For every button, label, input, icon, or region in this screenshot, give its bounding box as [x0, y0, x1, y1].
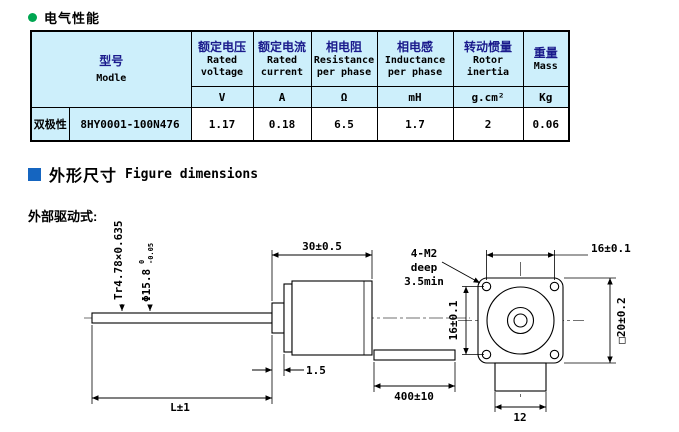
side-view: 30±0.5 Tr4.78×0.635 Φ15.8 0 -0.05 1.5 L±	[84, 221, 470, 414]
front-plate	[283, 283, 293, 353]
col-header-resistance-zh: 相电阻	[325, 40, 362, 54]
dim-frame-size: □20±0.2	[615, 297, 628, 343]
col-header-voltage: 额定电压 Rated voltage	[190, 30, 254, 87]
lead-screw-shaft	[91, 312, 273, 324]
dim-pilot-tol-lower: -0.05	[147, 243, 155, 264]
shaft-bushing	[271, 302, 285, 334]
dim-thread: Tr4.78×0.635	[112, 221, 125, 300]
section-electrical: 电气性能	[28, 8, 100, 27]
mount-hole	[549, 281, 560, 292]
dim-hole-pitch-v: 16±0.1	[447, 300, 460, 340]
motor-body	[291, 280, 373, 356]
cell-resistance: 6.5	[310, 107, 378, 142]
col-header-inductance: 相电感 Inductance per phase	[376, 30, 454, 87]
col-header-voltage-en: Rated voltage	[200, 55, 244, 78]
dim-pilot-dia: Φ15.8	[140, 269, 153, 302]
cell-model: 8HY0001-100N476	[68, 107, 192, 142]
col-header-inertia: 转动惯量 Rotor inertia	[452, 30, 524, 87]
dim-boss-width: 12	[513, 411, 526, 424]
square-icon	[28, 167, 41, 181]
unit-current: A	[252, 86, 312, 108]
col-header-inductance-en: Inductance per phase	[384, 55, 446, 78]
col-header-voltage-zh: 额定电压	[197, 40, 246, 54]
unit-resistance: Ω	[310, 86, 378, 108]
bullet-icon	[28, 13, 37, 22]
cell-voltage: 1.17	[190, 107, 254, 142]
dim-mount-holes-depth1: deep	[411, 261, 438, 274]
cell-inductance: 1.7	[376, 107, 454, 142]
cell-inertia: 2	[452, 107, 524, 142]
col-header-current-en: Rated current	[260, 55, 304, 78]
shaft-hole-circle	[513, 313, 528, 328]
dim-mount-holes-depth2: 3.5min	[404, 275, 444, 288]
cell-current: 0.18	[252, 107, 312, 142]
dim-screw-length: L±1	[170, 401, 190, 414]
cell-mass: 0.06	[522, 107, 570, 142]
col-header-inductance-zh: 相电感	[396, 40, 433, 54]
table-row: 双极性 8HY0001-100N476 1.17 0.18 6.5 1.7 2 …	[30, 107, 570, 142]
dim-step: 1.5	[306, 364, 326, 377]
dim-pilot-tol-upper: 0	[138, 260, 146, 264]
mount-hole	[549, 349, 560, 360]
drive-type-label: 外部驱动式:	[28, 209, 98, 224]
front-view: 16±0.1 4-M2 deep 3.5min 16±0.1 □20±0.2	[404, 242, 631, 424]
rear-boss	[494, 362, 547, 392]
col-header-model: 型号 Modle	[30, 30, 192, 108]
section-dimensions: 外形尺寸 Figure dimensions	[28, 162, 258, 186]
col-header-resistance: 相电阻 Resistance per phase	[310, 30, 378, 87]
section-dimensions-title-en: Figure dimensions	[125, 166, 259, 182]
model-header-zh: 型号	[99, 54, 124, 69]
section-dimensions-title-zh: 外形尺寸	[49, 168, 118, 185]
spec-table: 型号 Modle 额定电压 Rated voltage 额定电流 Rated c…	[30, 30, 570, 142]
col-header-mass-en: Mass	[533, 60, 558, 72]
dim-hole-pitch-h: 16±0.1	[591, 242, 631, 255]
cell-polarity: 双极性	[30, 107, 70, 142]
dim-cable-length: 400±10	[394, 390, 434, 403]
col-header-current-zh: 额定电流	[257, 40, 306, 54]
unit-voltage: V	[190, 86, 254, 108]
col-header-inertia-en: Rotor inertia	[466, 55, 510, 78]
section-electrical-title: 电气性能	[44, 11, 101, 26]
dim-body-length: 30±0.5	[302, 240, 342, 253]
col-header-current: 额定电流 Rated current	[252, 30, 312, 87]
col-header-mass: 重量 Mass	[522, 30, 570, 87]
unit-inertia: g.cm²	[452, 86, 524, 108]
dim-mount-holes: 4-M2	[411, 247, 438, 260]
col-header-inertia-zh: 转动惯量	[463, 40, 512, 54]
model-header-en: Modle	[96, 73, 127, 85]
col-header-resistance-en: Resistance per phase	[313, 55, 375, 78]
col-header-mass-zh: 重量	[533, 45, 558, 60]
unit-mass: Kg	[522, 86, 570, 108]
lead-wires	[373, 349, 456, 361]
